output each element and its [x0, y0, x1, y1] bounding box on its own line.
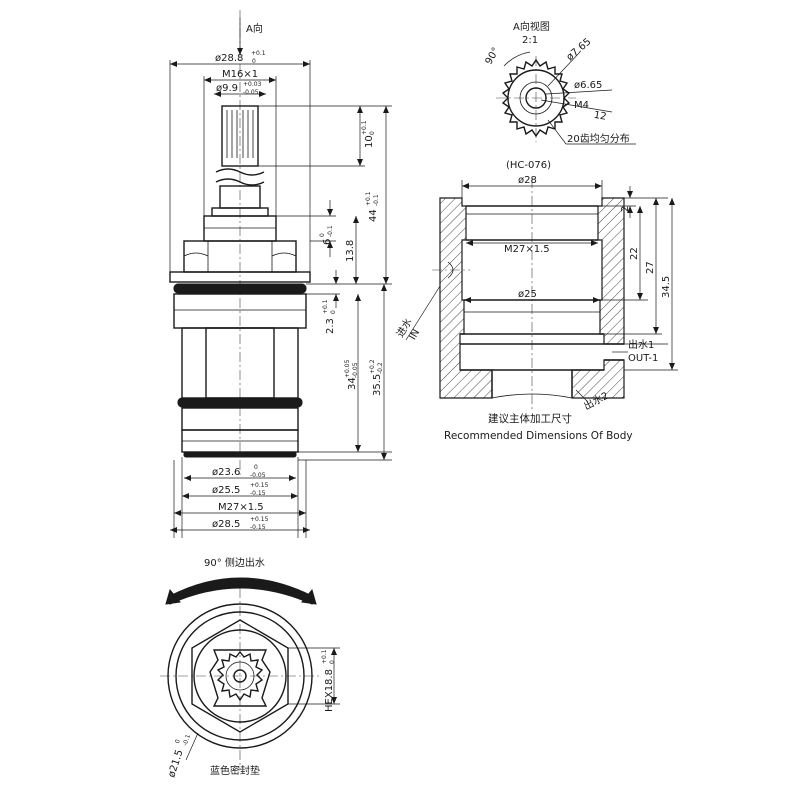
body-dim-22: 22	[629, 247, 640, 260]
tol-v10-upper: +0.1	[361, 120, 368, 135]
inlet-en: IN	[407, 327, 422, 342]
view-a-teeth-note: 20齿均匀分布	[567, 133, 630, 145]
tol-d236-lower: -0.05	[250, 472, 266, 479]
tol-d236-upper: 0	[254, 464, 258, 471]
view-a-d765: ø7.65	[565, 36, 594, 63]
dim-v44: 44	[368, 209, 379, 222]
tol-d255-upper: +0.15	[250, 482, 269, 489]
view-a-m4: M4	[574, 100, 589, 111]
hex-dim: HEX18.8	[324, 669, 335, 712]
out1-en: OUT-1	[628, 353, 658, 364]
tol-v355-upper: +0.2	[369, 359, 376, 374]
tol-d285-upper: +0.15	[250, 516, 269, 523]
dim-v23: 2.3	[325, 318, 336, 334]
tol-v23-lower: 0	[330, 310, 337, 314]
body-note-cn: 建议主体加工尺寸	[488, 412, 572, 425]
tol-v355-lower: -0.2	[377, 362, 384, 374]
tol-hex-upper: +0.1	[321, 649, 328, 664]
tol-d215-lower: -0.1	[182, 733, 192, 746]
tol-v10-lower: 0	[369, 131, 376, 135]
view-a-angle: 90°	[484, 46, 502, 67]
tol-hex-lower: 0	[329, 660, 336, 664]
body-d28: ø28	[518, 175, 537, 186]
dim-m16: M16×1	[222, 69, 258, 80]
dim-v6: 6	[322, 239, 333, 245]
body-section-view: (HC-076) ø28 M27×1.5 ø25	[394, 160, 678, 442]
dim-v355: 35.5	[372, 374, 383, 396]
tol-v34-lower: -0.05	[352, 362, 359, 378]
tol-d255-lower: -0.15	[250, 490, 266, 497]
tol-v6-lower: -0.1	[327, 225, 334, 237]
tol-d215-upper: 0	[174, 738, 182, 744]
body-note-en: Recommended Dimensions Of Body	[444, 430, 633, 442]
body-dim-2: 2	[620, 206, 631, 212]
tol-d288-lower: 0	[252, 58, 256, 65]
d215-dim: ø21.5	[166, 749, 185, 779]
dim-d99: ø9.9	[216, 83, 238, 94]
tol-v44-upper: +0.1	[365, 191, 372, 206]
view-a-label: A向	[246, 22, 263, 35]
spline-lines	[226, 110, 254, 158]
rotation-label: 90° 侧边出水	[204, 556, 265, 569]
dim-d236: ø23.6	[212, 467, 240, 478]
view-a-depth: 12	[593, 110, 607, 123]
body-dim-27: 27	[645, 261, 656, 274]
cartridge-bottom-view: 90° 侧边出水 HEX18.8 +0.1 0 ø21.5 0 -0.1 蓝色密…	[160, 556, 340, 779]
dim-d285: ø28.5	[212, 519, 240, 530]
body-m27: M27×1.5	[504, 244, 550, 255]
tol-v23-upper: +0.1	[322, 299, 329, 314]
tol-d285-lower: -0.15	[250, 524, 266, 531]
dim-v10: 10	[364, 135, 375, 148]
dim-v138: 13.8	[345, 240, 356, 262]
view-a-d665: ø6.65	[574, 80, 602, 91]
body-code: (HC-076)	[506, 160, 551, 171]
dim-m27: M27×1.5	[218, 502, 264, 513]
tol-v6-upper: 0	[319, 233, 326, 237]
view-a-scale: 2:1	[522, 35, 538, 46]
tol-v44-lower: -0.1	[373, 194, 380, 206]
gear-teeth	[501, 58, 571, 138]
tol-v34-upper: +0.05	[344, 359, 351, 378]
dim-d288: ø28.8	[215, 53, 243, 64]
dim-d255: ø25.5	[212, 485, 240, 496]
seal-label: 蓝色密封垫	[210, 764, 260, 777]
dim-v34: 34	[347, 377, 358, 390]
view-a-detail: A向视图 2:1 90° ø7.65 ø6.65 M4 12 20齿均匀分布	[484, 20, 636, 145]
tol-d99-lower: -0.05	[243, 89, 259, 96]
tol-d99-upper: +0.03	[243, 81, 262, 88]
cartridge-side-view: A向	[169, 10, 392, 538]
body-dim-345: 34.5	[661, 276, 672, 298]
body-d25: ø25	[518, 289, 537, 300]
out1-cn: 出水1	[628, 338, 654, 351]
view-a-title: A向视图	[513, 20, 550, 33]
tol-d288-upper: +0.1	[251, 50, 266, 57]
